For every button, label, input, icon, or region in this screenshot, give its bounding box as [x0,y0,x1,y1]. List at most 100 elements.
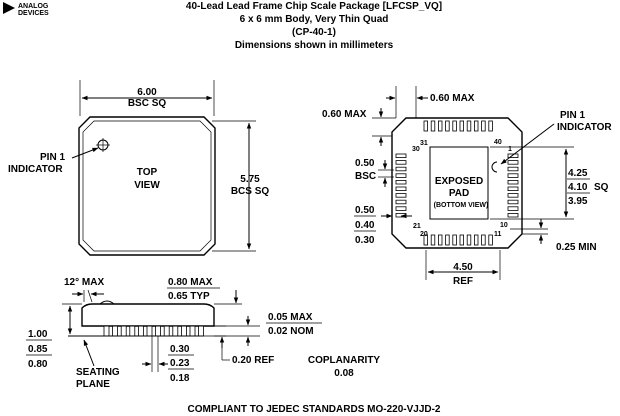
exposed-pad-label-1: EXPOSED [435,176,483,187]
lead-pad [459,120,464,132]
lead-pad [437,120,443,132]
exposed-pad-label-2: PAD [449,188,469,199]
bottom-pin1-label-1: PIN 1 [560,110,585,121]
lead-pad [452,120,457,132]
side-lead [172,325,179,337]
side-lead [189,325,196,337]
lead-width-nom: 0.23 [170,358,190,369]
lead-pad [430,120,436,132]
lead-length-min: 0.30 [355,235,375,246]
lead-pad [473,234,479,246]
side-lead [120,325,127,337]
lead-pad [507,179,519,185]
lead-pad [430,234,436,246]
ref-value: 4.50 [453,262,473,273]
side-view-body [81,303,215,327]
lead-pad [466,234,472,246]
top-inner-value: 5.75 [240,174,260,185]
lead-length-nom: 0.40 [355,220,375,231]
pitch-value: 0.50 [355,158,375,169]
lead-pad [481,120,486,132]
top-pin1-label-2: INDICATOR [8,164,63,175]
lead-pad [395,166,407,172]
lead-pad [459,234,464,246]
side-lead [103,325,110,337]
exposed-pad-label-3: (BOTTOM VIEW) [434,202,489,209]
side-lead [163,325,170,337]
pad-size-nom-suffix: SQ [594,182,609,193]
lead-pad [507,153,519,158]
side-height-typ: 0.65 TYP [168,291,210,302]
lead-pad [437,234,443,246]
frame-ref-label: 0.20 REF [232,355,274,366]
lead-pad [395,206,407,211]
top-width-note: BSC SQ [128,98,167,109]
top-view-title-1: TOP [137,167,158,178]
logo-line-2: DEVICES [18,10,49,17]
header-line-3: (CP-40-1) [292,27,336,38]
jedec-compliance-note: COMPLIANT TO JEDEC STANDARDS MO-220-VJJD… [188,404,441,415]
lead-pad [395,199,407,205]
side-view-leads [103,325,205,337]
lead-pad [466,120,472,132]
top-view-title-2: VIEW [134,180,160,191]
lead-pad [507,193,519,198]
side-lead [180,325,187,337]
lead-pad [473,120,479,132]
pin-11-label: 11 [494,231,502,238]
lead-pad [507,199,519,205]
pitch-note: BSC [355,171,376,182]
total-height-nom: 0.85 [28,344,48,355]
pin-1-label: 1 [508,146,512,153]
lead-pad [507,160,519,165]
coplanarity-label: COPLANARITY [308,355,381,366]
standoff-nom: 0.02 NOM [268,326,314,337]
top-view: 6.00 BSC SQ PIN 1 INDICATOR TOP VIEW 5.7… [8,80,270,256]
side-lead [198,325,205,337]
bottom-max-top: 0.60 MAX [430,93,475,104]
lead-pad [445,120,450,132]
lead-pad [481,234,486,246]
lead-pad [507,173,519,178]
pin-20-label: 20 [420,231,428,238]
lead-pad [395,153,407,158]
top-width-value: 6.00 [137,87,157,98]
lead-pad [395,193,407,198]
lead-pad [423,120,428,132]
pad-size-nom: 4.10 [568,182,588,193]
lead-pad [488,234,493,246]
total-height-max: 1.00 [28,329,48,340]
seating-label-1: SEATING [76,367,120,378]
pin-31-label: 31 [420,140,428,147]
pin-21-label: 21 [413,223,421,230]
side-lead [155,325,162,337]
top-pin1-label-1: PIN 1 [40,152,65,163]
header-line-1: 40-Lead Lead Frame Chip Scale Package [L… [186,1,442,12]
pad-size-max: 4.25 [568,168,588,179]
side-lead [137,325,144,337]
lead-pad [395,179,407,185]
lead-pad [507,212,519,218]
pin-30-label: 30 [412,146,420,153]
top-view-inner-outline [82,120,212,252]
lead-pad [507,206,519,211]
total-height-min: 0.80 [28,359,48,370]
bottom-pin1-indicator-icon [491,161,498,173]
side-view: 12° MAX 0.80 MAX 0.65 TYP 0.05 MAX 0.02 … [26,277,380,390]
pad-size-min: 3.95 [568,196,588,207]
logo-line-1: ANALOG [18,3,49,10]
bottom-view: 0.60 MAX 0.60 MAX EXPOSED PAD (BOTTOM VI… [322,86,612,287]
bottom-view-body [391,117,523,249]
ref-note: REF [453,276,473,287]
pin-40-label: 40 [494,139,502,146]
header-line-4: Dimensions shown in millimeters [235,40,394,51]
exposed-pad [429,146,489,220]
lead-length-max: 0.50 [355,205,375,216]
drawing-header: 40-Lead Lead Frame Chip Scale Package [L… [186,1,442,51]
edge-min-label: 0.25 MIN [556,242,597,253]
lead-pad [423,234,428,246]
lead-pad [395,186,407,191]
top-inner-note: BCS SQ [231,186,270,197]
pin-10-label: 10 [500,222,508,229]
